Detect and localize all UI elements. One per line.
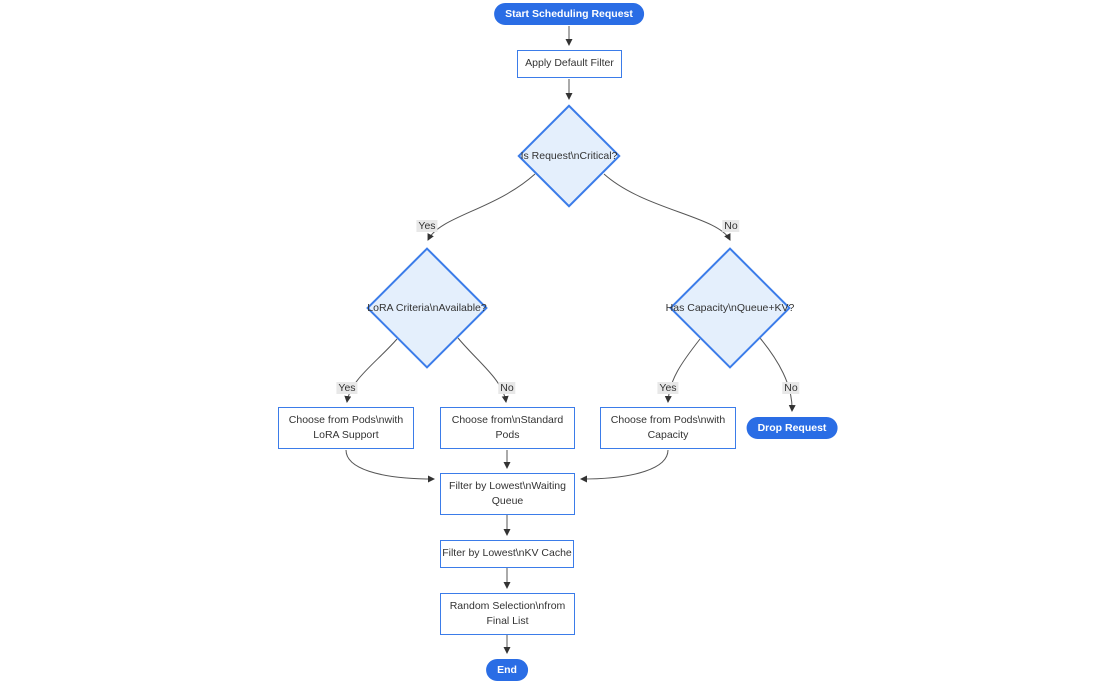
node-is-request-critical: Is Request\nCritical?: [517, 104, 621, 208]
edge-label-lora-yes: Yes: [336, 382, 358, 394]
edge-label-capacity-no: No: [782, 382, 800, 394]
node-lora-criteria: LoRA Criteria\nAvailable?: [366, 247, 488, 369]
edge-critical-yes: [427, 173, 536, 241]
node-lora-criteria-label: LoRA Criteria\nAvailable?: [367, 302, 487, 314]
edge-label-capacity-yes: Yes: [657, 382, 679, 394]
node-choose-capacity-pods-label: Choose from Pods\nwith Capacity: [610, 413, 726, 441]
edge-label-lora-no: No: [498, 382, 516, 394]
edge-capacity-yes: [664, 338, 701, 403]
node-has-capacity: Has Capacity\nQueue+KV?: [666, 247, 794, 369]
node-filter-kv-cache-label: Filter by Lowest\nKV Cache: [442, 547, 572, 560]
node-start: Start Scheduling Request: [494, 3, 644, 25]
node-end-label: End: [497, 664, 517, 676]
node-drop-request: Drop Request: [746, 417, 838, 439]
node-end: End: [486, 659, 528, 681]
node-choose-lora-pods: Choose from Pods\nwith LoRA Support: [278, 407, 414, 449]
node-choose-standard-pods-label: Choose from\nStandard Pods: [451, 413, 564, 441]
edge-lora-yes: [344, 338, 398, 403]
node-filter-waiting-queue: Filter by Lowest\nWaiting Queue: [440, 473, 575, 515]
edge-lorapods-filter: [345, 449, 435, 483]
node-choose-standard-pods: Choose from\nStandard Pods: [440, 407, 575, 449]
node-choose-lora-pods-label: Choose from Pods\nwith LoRA Support: [288, 413, 404, 441]
node-random-selection-label: Random Selection\nfrom Final List: [449, 599, 566, 627]
node-is-request-critical-label: Is Request\nCritical?: [520, 150, 618, 162]
node-has-capacity-label: Has Capacity\nQueue+KV?: [665, 302, 795, 314]
edge-label-critical-no: No: [722, 220, 740, 232]
edge-capacity-no: [759, 337, 796, 412]
node-random-selection: Random Selection\nfrom Final List: [440, 593, 575, 635]
edge-critical-no: [603, 173, 731, 241]
node-filter-kv-cache: Filter by Lowest\nKV Cache: [440, 540, 574, 568]
node-start-label: Start Scheduling Request: [505, 8, 633, 20]
edge-lora-no: [457, 337, 509, 403]
node-apply-default-filter-label: Apply Default Filter: [525, 57, 614, 70]
edge-capacitypods-filter: [580, 449, 669, 483]
node-choose-capacity-pods: Choose from Pods\nwith Capacity: [600, 407, 736, 449]
node-apply-default-filter: Apply Default Filter: [517, 50, 622, 78]
edge-label-critical-yes: Yes: [416, 220, 438, 232]
node-drop-request-label: Drop Request: [757, 422, 827, 434]
node-filter-waiting-queue-label: Filter by Lowest\nWaiting Queue: [449, 479, 566, 507]
